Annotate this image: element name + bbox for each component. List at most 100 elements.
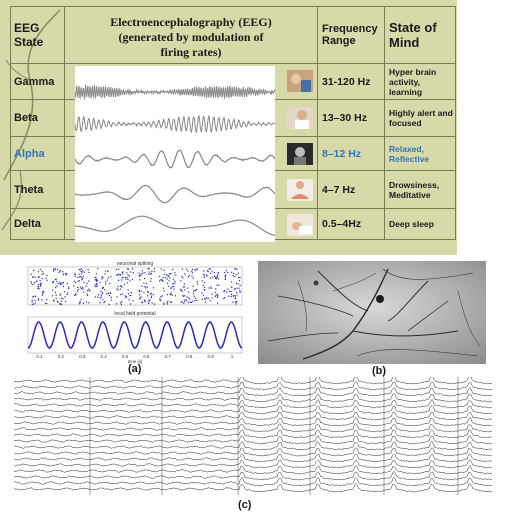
- spike-dot: [201, 280, 203, 282]
- spike-dot: [88, 288, 90, 290]
- spike-dot: [74, 275, 76, 277]
- spike-dot: [140, 274, 142, 276]
- spike-dot: [217, 273, 219, 275]
- eeg-channel-trace: [14, 399, 492, 409]
- lfp-x-tick: 0.3: [79, 354, 86, 359]
- mind-cell-delta: Deep sleep: [384, 208, 456, 240]
- spike-dot: [110, 276, 112, 278]
- spike-dot: [97, 268, 99, 270]
- spike-dot: [148, 273, 150, 275]
- spike-dot: [129, 303, 132, 305]
- spike-dot: [235, 274, 237, 276]
- freq-cell-alpha: 8–12 Hz: [317, 136, 385, 171]
- spike-dot: [192, 285, 194, 287]
- spike-dot: [193, 290, 195, 293]
- spike-dot: [56, 280, 58, 283]
- spike-dot: [131, 268, 134, 270]
- spike-dot: [99, 297, 101, 299]
- spike-dot: [188, 297, 190, 299]
- spike-dot: [120, 285, 122, 287]
- spike-dot: [209, 272, 212, 274]
- spike-dot: [118, 279, 120, 281]
- spike-dot: [140, 296, 142, 298]
- eeg-channel-trace: [14, 423, 492, 433]
- spike-dot: [101, 292, 103, 294]
- spike-dot: [35, 280, 37, 283]
- spike-dot: [169, 293, 171, 295]
- spike-dot: [32, 284, 34, 286]
- spike-dot: [80, 271, 82, 273]
- spike-dot: [141, 301, 144, 303]
- spike-dot: [100, 294, 102, 296]
- spike-dot: [239, 290, 241, 292]
- spike-dot: [79, 302, 81, 304]
- header-state-of-mind: State of Mind: [384, 6, 456, 64]
- spike-dot: [196, 283, 199, 285]
- spike-dot: [208, 268, 210, 270]
- theta-wave: [75, 184, 275, 204]
- spike-dot: [152, 294, 154, 296]
- spike-dot: [99, 281, 101, 284]
- spike-dot: [167, 276, 169, 278]
- spike-dot: [159, 299, 161, 301]
- spike-dot: [223, 290, 226, 292]
- spike-dot: [162, 276, 164, 279]
- spike-dot: [171, 301, 173, 303]
- spike-dot: [118, 274, 120, 276]
- spike-dot: [144, 301, 146, 303]
- spike-dot: [104, 300, 106, 303]
- spike-dot: [116, 274, 118, 276]
- spike-dot: [144, 277, 146, 279]
- spike-dot: [233, 294, 235, 297]
- spike-dot: [77, 286, 79, 288]
- eeg-channel-trace: [14, 377, 492, 385]
- spike-dot: [159, 275, 161, 277]
- spike-dot: [100, 290, 102, 292]
- spike-dot: [232, 295, 234, 297]
- spike-dot: [180, 301, 182, 303]
- spike-dot: [123, 283, 125, 286]
- spike-dot: [194, 300, 196, 302]
- spike-dot: [52, 282, 54, 284]
- spike-dot: [139, 298, 141, 300]
- spike-dot: [138, 272, 140, 274]
- spike-dot: [143, 291, 145, 293]
- spike-dot: [214, 275, 216, 277]
- spike-dot: [104, 273, 106, 275]
- spike-dot: [206, 274, 208, 276]
- spike-dot: [184, 295, 186, 297]
- state-cell-delta: Delta: [10, 208, 65, 240]
- spike-dot: [206, 297, 208, 299]
- spike-dot: [42, 293, 44, 295]
- spike-dot: [169, 273, 171, 275]
- spike-dot: [59, 294, 61, 296]
- mind-cell-alpha: Relaxed, Reflective: [384, 136, 456, 171]
- spike-dot: [208, 287, 210, 289]
- lfp-x-tick: 0.8: [186, 354, 193, 359]
- spike-dot: [59, 270, 61, 272]
- spike-dot: [124, 295, 126, 297]
- spike-dot: [232, 272, 235, 275]
- spike-dot: [62, 286, 65, 288]
- panel-a-label: (a): [128, 363, 142, 375]
- spike-dot: [39, 279, 41, 282]
- spike-dot: [65, 272, 67, 275]
- spike-dot: [54, 269, 56, 271]
- spike-dot: [191, 268, 193, 270]
- spike-dot: [184, 299, 186, 301]
- spike-dot: [38, 288, 40, 290]
- spike-dot: [78, 273, 80, 275]
- spike-dot: [215, 294, 217, 296]
- spike-dot: [183, 302, 185, 304]
- eeg-channel-trace: [14, 435, 492, 445]
- spike-dot: [210, 286, 212, 288]
- spike-dot: [138, 275, 140, 277]
- header-eeg-line2: (generated by modulation of: [118, 30, 264, 44]
- spike-dot: [204, 301, 206, 303]
- spike-dot: [184, 300, 186, 302]
- spike-dot: [109, 292, 111, 295]
- spike-dot: [160, 279, 162, 281]
- spike-dot: [40, 282, 42, 284]
- spike-dot: [66, 283, 68, 285]
